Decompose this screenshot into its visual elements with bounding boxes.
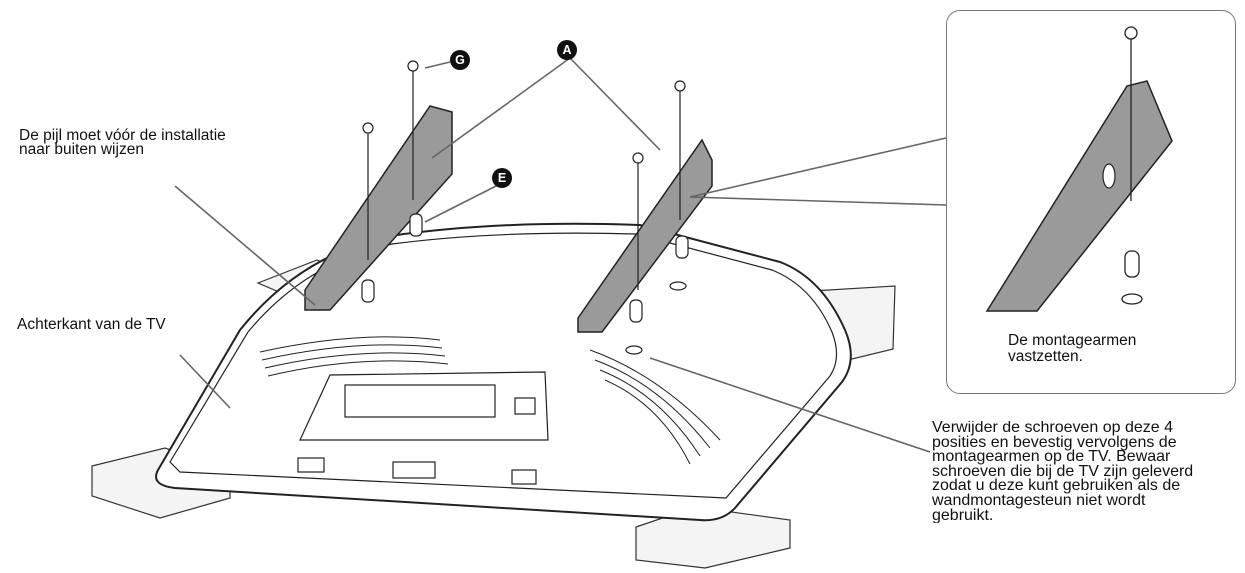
bottom-opening xyxy=(297,457,325,473)
inset-detail-drawing xyxy=(985,26,1173,312)
terminal-slot xyxy=(514,397,536,415)
vent-lines xyxy=(259,336,721,465)
arrow-direction-note: De pijl moet vóór de installatie naar bu… xyxy=(19,127,226,158)
inset-spacer xyxy=(1124,250,1140,278)
leader-lines xyxy=(174,57,947,453)
detail-inset: De montagearmen vastzetten. xyxy=(946,10,1236,394)
spacer xyxy=(675,235,689,259)
leader-tv-back xyxy=(179,354,231,409)
leader-screw-note xyxy=(649,357,931,453)
inset-caption: De montagearmen vastzetten. xyxy=(1008,332,1137,365)
inset-bracket-hole xyxy=(1102,163,1116,189)
tv-back-label: Achterkant van de TV xyxy=(17,316,166,333)
spacer xyxy=(409,213,423,237)
mounting-arms xyxy=(304,105,713,333)
inset-pointer-bottom xyxy=(689,196,947,206)
spacer xyxy=(361,279,375,303)
bottom-opening xyxy=(392,461,436,479)
callout-g: G xyxy=(450,50,470,70)
inset-screw-hole xyxy=(1121,293,1143,305)
terminal-block xyxy=(344,384,496,418)
leader-a-left xyxy=(431,57,571,159)
leader-arrow-note xyxy=(174,185,316,306)
bottom-opening xyxy=(511,469,537,485)
callout-e: E xyxy=(492,168,512,188)
screw-hole xyxy=(669,281,687,291)
mounting-arm-left xyxy=(304,105,453,311)
spacer xyxy=(629,299,643,323)
leader-a-right xyxy=(569,57,661,151)
inset-bracket xyxy=(985,80,1173,312)
screws xyxy=(361,60,689,355)
mounting-arm-right xyxy=(577,138,713,333)
screw-instruction-note: Verwijder de schroeven op deze 4 positie… xyxy=(932,421,1194,524)
callout-a: A xyxy=(557,40,577,60)
screw-hole xyxy=(625,345,643,355)
inset-pointer-top xyxy=(689,137,947,198)
tv-back xyxy=(155,222,852,522)
leader-e xyxy=(424,183,501,223)
leader-g xyxy=(424,61,451,69)
